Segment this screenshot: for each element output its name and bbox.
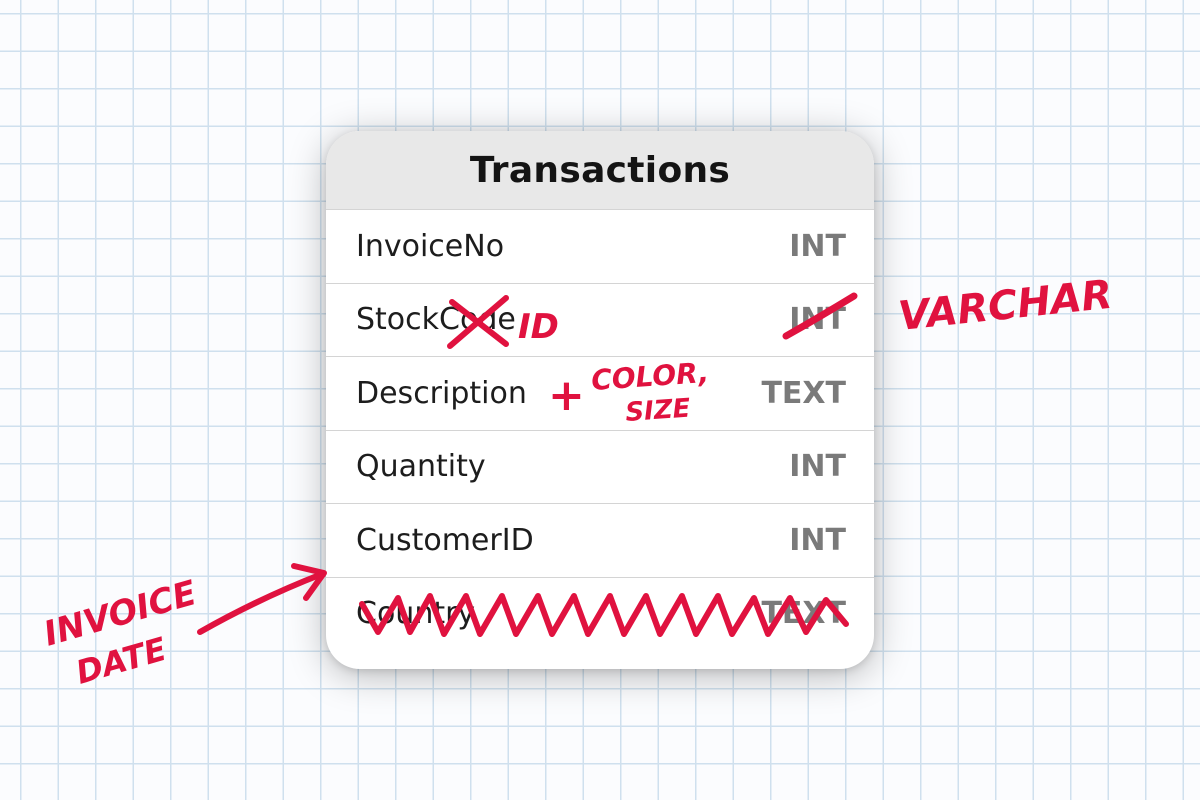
table-row-invoiceno: InvoiceNo INT [326, 209, 874, 283]
table-row-stockcode: StockCode INT [326, 282, 874, 357]
field-type: INT [789, 522, 846, 558]
table-row-description: Description TEXT [326, 356, 874, 430]
field-type: INT [789, 228, 846, 264]
field-name: CustomerID [356, 522, 534, 558]
annotation-varchar: VARCHAR [896, 272, 1114, 340]
field-type: INT [789, 449, 846, 485]
annotation-invoice: INVOICE [39, 573, 201, 655]
table-title: Transactions [326, 131, 874, 209]
field-name: Quantity [356, 449, 486, 485]
field-name: Description [356, 375, 527, 411]
field-type: INT [789, 302, 846, 338]
table-row-customerid: CustomerID INT [326, 503, 874, 577]
field-name: InvoiceNo [356, 228, 505, 264]
field-name: Country [356, 596, 476, 632]
field-type: TEXT [761, 375, 846, 411]
annotation-date: DATE [72, 630, 171, 692]
table-row-country: Country TEXT [326, 576, 874, 651]
field-name: StockCode [356, 302, 516, 338]
arrow-icon [197, 563, 327, 635]
field-type: TEXT [761, 596, 846, 632]
table-card: Transactions InvoiceNo INT StockCode INT… [326, 131, 874, 669]
table-row-quantity: Quantity INT [326, 429, 874, 504]
